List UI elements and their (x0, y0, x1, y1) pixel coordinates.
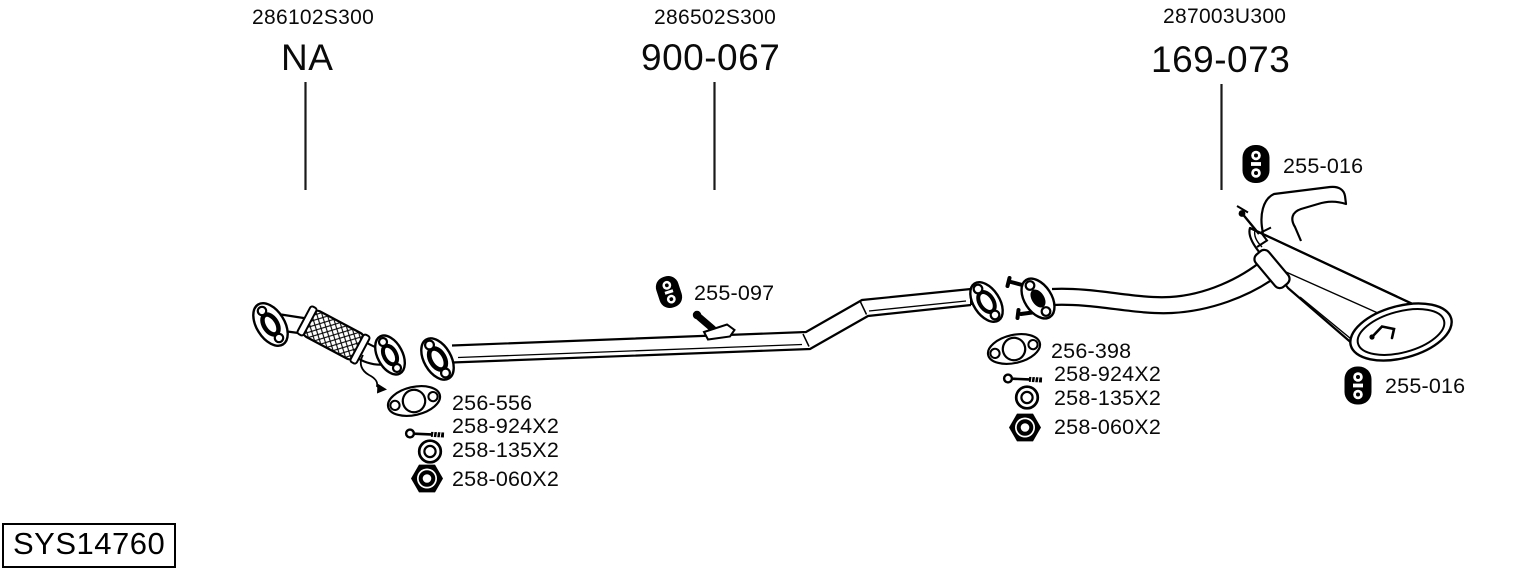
muffler-inlet-collar (1253, 248, 1291, 290)
section-ref-code: 286102S300 (252, 6, 375, 29)
callout-label-front-bolt: 258-924X2 (452, 414, 560, 438)
callout-label-front-gasket: 256-556 (452, 391, 533, 415)
system-code-box: SYS14760 (2, 523, 177, 568)
callout-label-rear-washer: 258-135X2 (1054, 386, 1162, 410)
nut-icon (409, 462, 445, 495)
muffler-tailpipe-hook (1260, 185, 1348, 242)
muffler-end-face (1349, 302, 1453, 362)
callout-label-rear-nut: 258-060X2 (1054, 415, 1162, 439)
bolt-icon (406, 430, 444, 438)
callout-label-hanger-top: 255-016 (1283, 154, 1364, 178)
washer-icon (1014, 385, 1040, 410)
flex-braid-section (296, 305, 371, 365)
rubber-hanger-icon (1344, 366, 1372, 405)
rubber-hanger-icon (653, 273, 685, 311)
system-code: SYS14760 (13, 526, 166, 561)
intermediate-inlet-flange (420, 337, 455, 381)
gasket-icon (383, 380, 445, 422)
section-ref-code: 287003U300 (1163, 5, 1287, 28)
section-part-number: NA (281, 37, 334, 78)
rear-muffler-assembly (1005, 185, 1453, 362)
intermediate-outlet-flange (969, 281, 1004, 323)
leader-lines (304, 82, 1223, 190)
front-inlet-flange (252, 302, 289, 347)
rear-inlet-flange (1020, 277, 1056, 320)
washer-icon (417, 439, 443, 464)
callout-label-rear-gasket: 256-398 (1051, 339, 1132, 363)
gasket-icon (983, 328, 1045, 370)
rubber-hanger-icon (1242, 145, 1270, 183)
section-ref-code: 286502S300 (654, 6, 777, 29)
front-outlet-flange (374, 334, 406, 376)
intermediate-pipe (451, 287, 972, 364)
section-part-number: 169-073 (1151, 39, 1291, 80)
callout-label-front-nut: 258-060X2 (452, 467, 560, 491)
bolt-icon (1004, 375, 1042, 383)
section-part-number: 900-067 (641, 37, 781, 78)
inner-tail-tip (1370, 325, 1396, 340)
muffler-hanger-pin (1236, 205, 1272, 248)
pipe-hanger-bracket (692, 310, 736, 341)
callout-label-front-washer: 258-135X2 (452, 438, 560, 462)
front-flex-pipe (252, 302, 406, 394)
callout-label-center-hanger: 255-097 (694, 281, 775, 305)
sensor-wire (359, 354, 382, 391)
callout-label-hanger-bottom: 255-016 (1385, 374, 1466, 398)
nut-icon (1007, 411, 1043, 444)
callout-label-rear-bolt: 258-924X2 (1054, 362, 1162, 386)
